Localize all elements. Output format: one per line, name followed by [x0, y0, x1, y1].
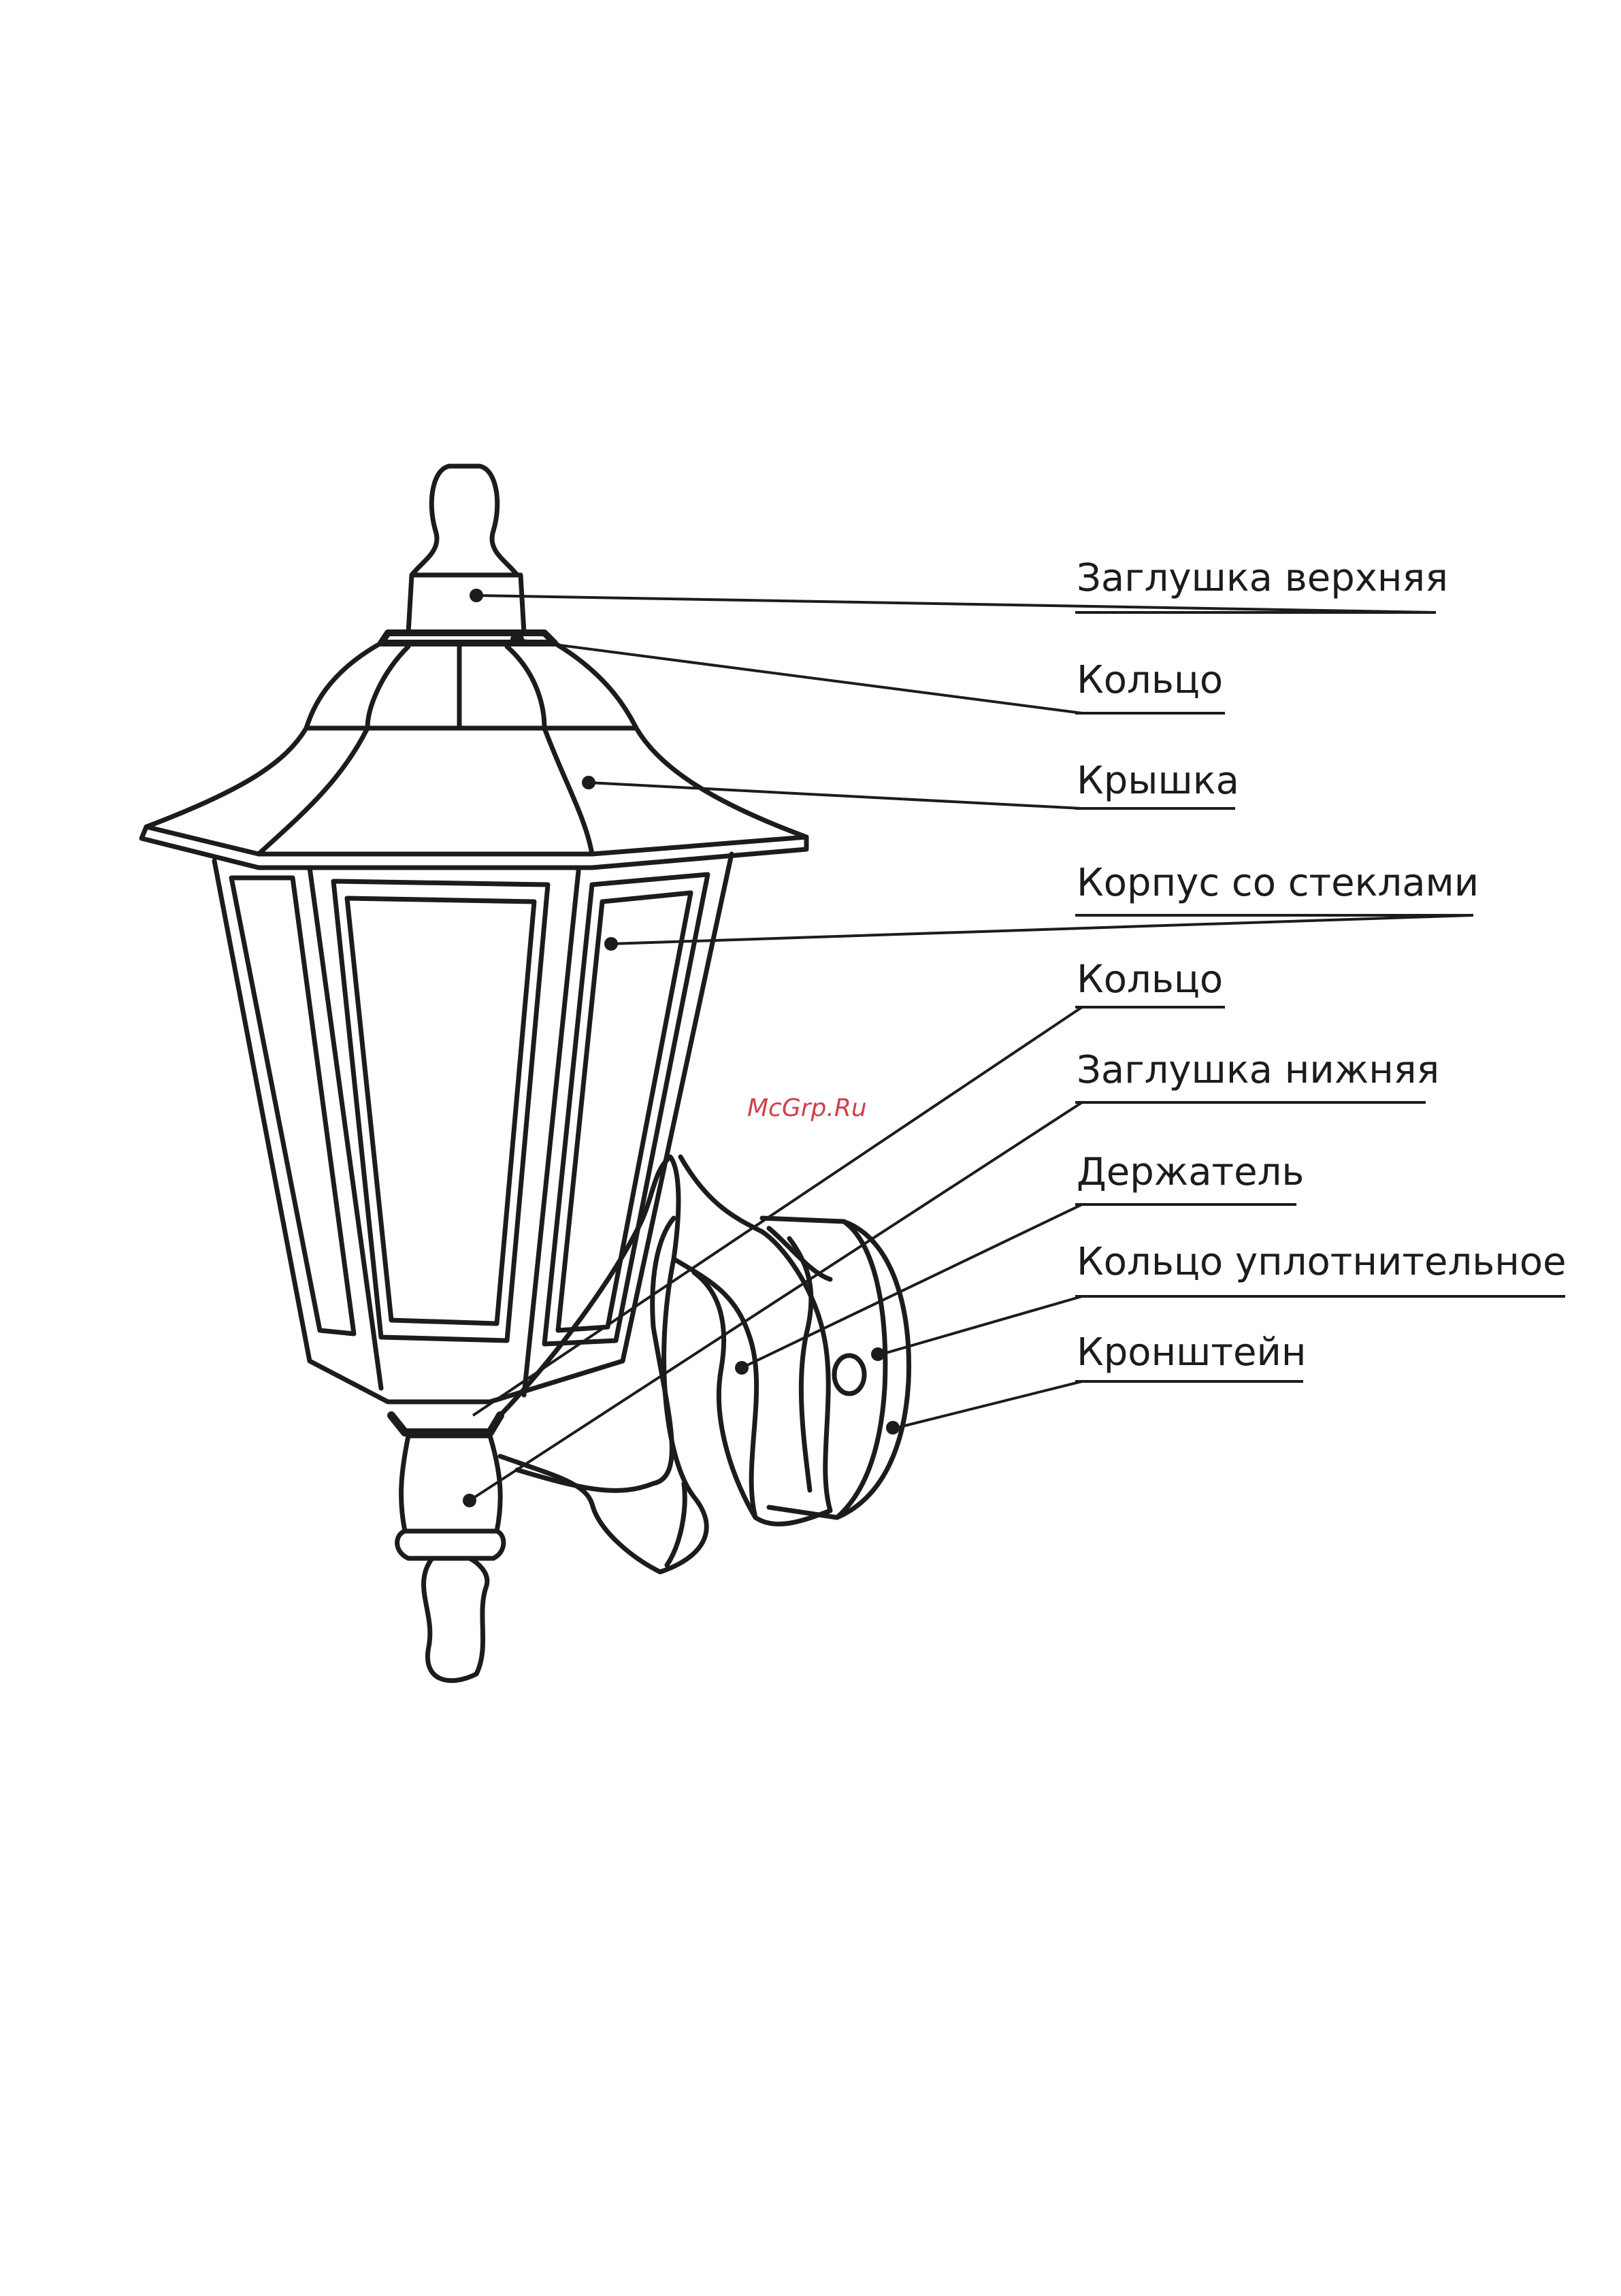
label-holder: Держатель	[1077, 1153, 1304, 1192]
label-top-cap: Заглушка верхняя	[1077, 559, 1448, 597]
label-ring-top: Кольцо	[1077, 661, 1223, 700]
watermark: McGrp.Ru	[747, 1094, 867, 1122]
label-bottom-cap: Заглушка нижняя	[1077, 1051, 1439, 1089]
pointer-dot-bottom-cap	[463, 1494, 476, 1507]
pointer-dot-holder	[735, 1361, 749, 1375]
top-cap-shape	[408, 575, 524, 633]
label-seal-ring: Кольцо уплотнительное	[1077, 1243, 1567, 1281]
pointer-dot-ring-top	[510, 633, 524, 646]
bottom-ring-shape	[391, 1415, 500, 1432]
bottom-finial	[424, 1558, 487, 1681]
leader-body-glass	[611, 915, 1473, 944]
pointer-dot-top-cap	[470, 589, 483, 602]
pointer-dot-cover	[582, 776, 595, 789]
bottom-cap-shape	[402, 1436, 501, 1531]
screw-hole	[834, 1356, 864, 1394]
label-bracket: Кронштейн	[1077, 1334, 1307, 1372]
top-finial	[412, 466, 517, 575]
leader-bracket	[891, 1381, 1082, 1429]
leader-ring-bottom	[473, 1007, 1082, 1415]
label-cover: Крышка	[1077, 762, 1239, 800]
label-body-glass: Корпус со стеклами	[1077, 864, 1479, 902]
pointer-dot-bracket	[886, 1421, 900, 1434]
leader-cover	[589, 783, 1082, 808]
dome	[306, 643, 636, 728]
pointer-dot-body	[604, 937, 618, 951]
pointer-dot-seal	[871, 1347, 885, 1361]
roof	[146, 728, 806, 854]
label-ring-bottom: Кольцо	[1077, 961, 1223, 999]
leader-holder	[742, 1204, 1082, 1368]
